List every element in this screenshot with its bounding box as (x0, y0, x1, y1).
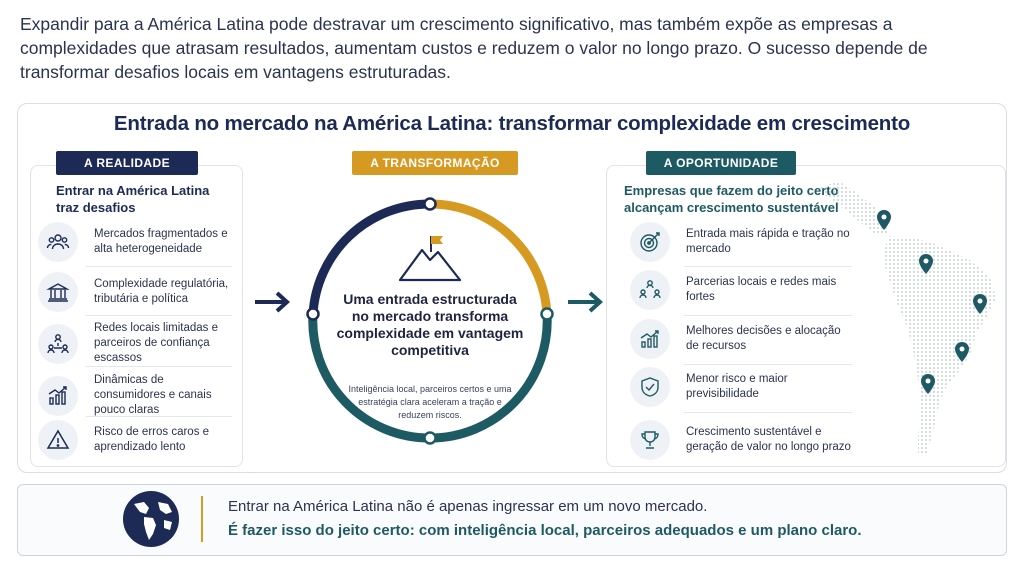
reality-tag: A REALIDADE (56, 151, 198, 175)
map-pin-icon (921, 374, 935, 394)
transformation-tag: A TRANSFORMAÇÃO (352, 151, 518, 175)
opportunity-item: Melhores decisões e alocação de recursos (630, 319, 852, 359)
separator (684, 412, 852, 413)
reality-item-text: Mercados fragmentados e alta heterogenei… (94, 228, 228, 255)
mountain-flag-icon (398, 236, 462, 282)
map-pin-icon (955, 342, 969, 362)
map-pin-icon (919, 254, 933, 274)
transformation-sub: Inteligência local, parceiros certos e u… (348, 384, 512, 420)
reality-item-text: Redes locais limitadas e parceiros de co… (94, 322, 219, 364)
opportunity-item: Entrada mais rápida e tração no mercado (630, 222, 852, 262)
separator (86, 266, 232, 267)
reality-item: Redes locais limitadas e parceiros de co… (38, 321, 234, 366)
separator (684, 315, 852, 316)
partners-icon (630, 270, 670, 310)
globe-icon (123, 491, 179, 547)
opportunity-item-text: Melhores decisões e alocação de recursos (686, 325, 841, 352)
transformation-ring (306, 197, 554, 445)
separator (86, 315, 232, 316)
reality-heading: Entrar na América Latina traz desafios (56, 183, 210, 215)
trophy-icon (630, 420, 670, 460)
arrow-right-icon (255, 291, 290, 313)
intro-paragraph: Expandir para a América Latina pode dest… (20, 14, 928, 82)
banner-line-1: Entrar na América Latina não é apenas in… (228, 498, 708, 515)
opportunity-item: Crescimento sustentável e geração de val… (630, 420, 852, 460)
opportunity-tag: A OPORTUNIDADE (646, 151, 796, 175)
network-people-icon (38, 323, 78, 364)
reality-item-text: Risco de erros caros e aprendizado lento (94, 426, 210, 453)
opportunity-heading: Empresas que fazem do jeito certo alcanç… (624, 183, 839, 215)
reality-item-text: Complexidade regulatória, tributária e p… (94, 278, 229, 305)
target-icon (630, 222, 670, 262)
opportunity-item-text: Crescimento sustentável e geração de val… (686, 426, 851, 453)
warning-icon (38, 420, 78, 460)
opportunity-item: Menor risco e maior previsibilidade (630, 367, 852, 407)
reality-item: Complexidade regulatória, tributária e p… (38, 272, 234, 312)
opportunity-item-text: Parcerias locais e redes mais fortes (686, 276, 837, 303)
latin-america-map (820, 182, 996, 454)
reality-item: Risco de erros caros e aprendizado lento (38, 420, 234, 460)
separator (684, 364, 852, 365)
separator (86, 366, 232, 367)
banner-line-2: É fazer isso do jeito certo: com intelig… (228, 522, 862, 539)
government-building-icon (38, 272, 78, 312)
transformation-main: Uma entrada estructurada no mercado tran… (336, 291, 524, 358)
opportunity-item: Parcerias locais e redes mais fortes (630, 270, 852, 310)
opportunity-item-text: Entrada mais rápida e tração no mercado (686, 228, 850, 255)
reality-item: Dinâmicas de consumidores e canais pouco… (38, 373, 234, 418)
map-pin-icon (973, 294, 987, 314)
banner-divider (201, 496, 203, 542)
reality-item: Mercados fragmentados e alta heterogenei… (38, 222, 234, 262)
growth-chart-icon (630, 319, 670, 359)
bottom-banner (17, 484, 1007, 556)
infographic-title: Entrada no mercado na América Latina: tr… (113, 112, 911, 135)
reality-item-text: Dinâmicas de consumidores e canais pouco… (94, 374, 212, 416)
shield-check-icon (630, 367, 670, 407)
opportunity-item-text: Menor risco e maior previsibilidade (686, 373, 788, 400)
separator (86, 416, 232, 417)
map-pin-icon (877, 210, 891, 230)
people-icon (38, 222, 78, 262)
chart-trend-icon (38, 375, 78, 416)
separator (684, 266, 852, 267)
arrow-right-icon (568, 291, 603, 313)
